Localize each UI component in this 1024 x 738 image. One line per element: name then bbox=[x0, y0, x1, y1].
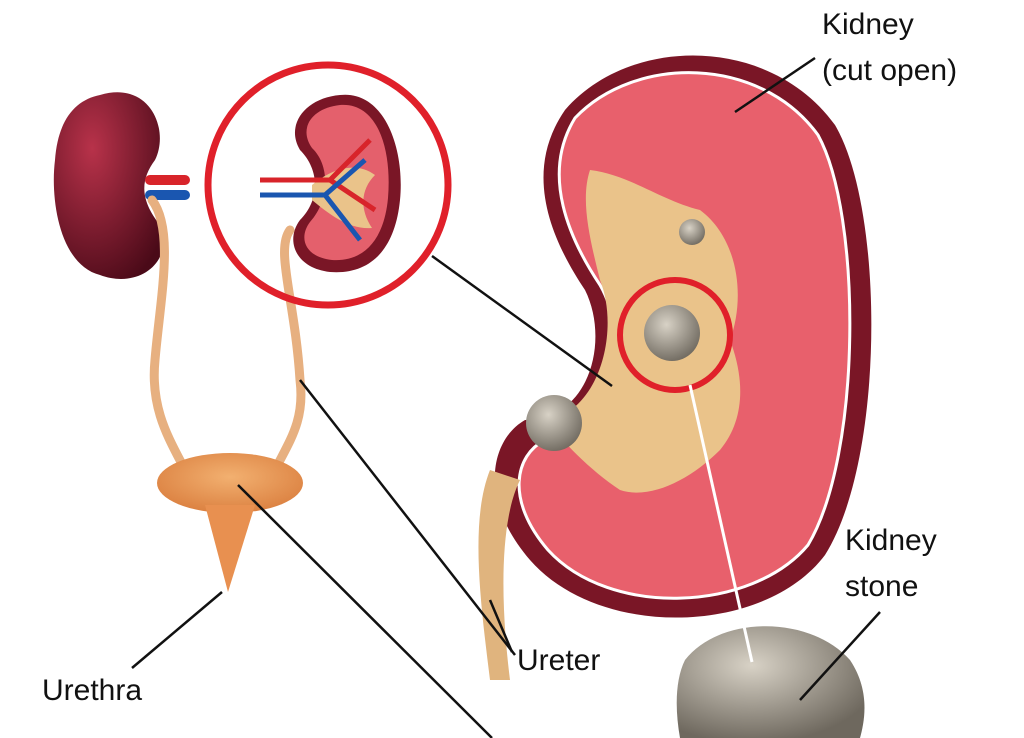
label-stone-line2: stone bbox=[845, 570, 919, 603]
label-urethra: Urethra bbox=[42, 674, 143, 707]
label-kidney-line1: Kidney bbox=[822, 8, 914, 41]
left-kidney bbox=[53, 92, 190, 279]
highlight-ring-stone bbox=[617, 277, 733, 393]
label-kidney-stone: Kidney stone bbox=[845, 518, 937, 610]
kidney-cut-open bbox=[478, 55, 872, 680]
bladder bbox=[157, 453, 303, 592]
small-cut-kidney bbox=[260, 94, 401, 273]
ureters bbox=[147, 195, 306, 475]
kidney-stone-closeup bbox=[676, 626, 865, 738]
leader-lines bbox=[131, 56, 881, 738]
label-stone-line1: Kidney bbox=[845, 524, 937, 557]
label-ureter: Ureter bbox=[517, 644, 601, 677]
label-kidney-line2: (cut open) bbox=[822, 54, 958, 87]
label-kidney: Kidney (cut open) bbox=[822, 2, 957, 94]
highlight-ring-large bbox=[204, 61, 452, 309]
stone-leader-line bbox=[688, 384, 754, 663]
kidney-stones bbox=[526, 219, 865, 738]
